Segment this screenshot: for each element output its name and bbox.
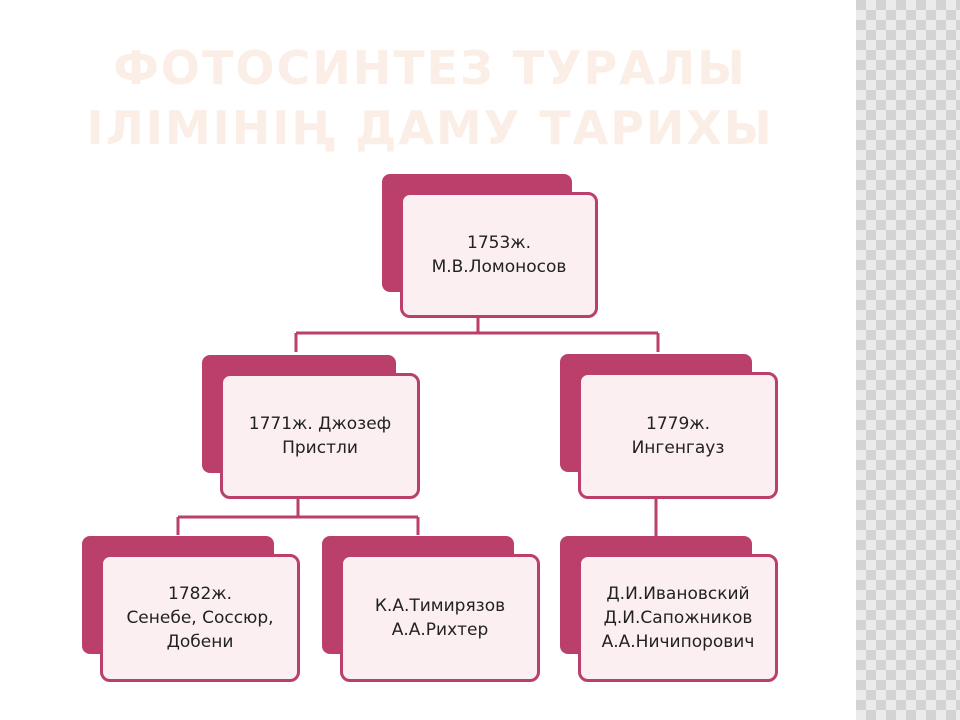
node-senebier-line-2: Сенебе, Соссюр, [126, 608, 274, 628]
node-lomonosov-line-2: М.В.Ломоносов [431, 257, 567, 277]
connector-root-to-level2 [294, 316, 660, 352]
node-lomonosov-line-1: 1753ж. [467, 233, 531, 253]
node-ingenhousz: 1779ж. Ингенгауз [560, 354, 778, 499]
node-timiryazev-line-1: К.А.Тимирязов [374, 596, 506, 616]
node-senebier: 1782ж. Сенебе, Соссюр, Добени [82, 536, 300, 682]
decorative-side-panel [856, 0, 960, 720]
node-senebier-line-3: Добени [166, 632, 234, 652]
node-timiryazev: К.А.Тимирязов А.А.Рихтер [322, 536, 540, 682]
node-ivanovsky-line-2: Д.И.Сапожников [603, 608, 753, 628]
node-priestley-line-1: 1771ж. Джозеф [248, 414, 392, 434]
node-lomonosov: 1753ж. М.В.Ломоносов [382, 174, 600, 318]
node-senebier-line-1: 1782ж. [168, 584, 232, 604]
connector-priestley-to-level3 [176, 481, 420, 535]
title-line-2: ІЛІМІНІҢ ДАМУ ТАРИХЫ [86, 101, 774, 155]
node-ivanovsky-line-3: А.А.Ничипорович [601, 632, 755, 652]
slide-title: ФОТОСИНТЕЗ ТУРАЛЫ ІЛІМІНІҢ ДАМУ ТАРИХЫ [60, 38, 800, 158]
node-timiryazev-line-2: А.А.Рихтер [391, 620, 489, 640]
node-priestley-line-2: Пристли [282, 438, 358, 458]
node-priestley: 1771ж. Джозеф Пристли [202, 355, 420, 499]
node-ivanovsky-line-1: Д.И.Ивановский [606, 584, 750, 604]
node-ingenhousz-line-1: 1779ж. [646, 413, 710, 434]
node-ingenhousz-line-2: Ингенгауз [631, 437, 725, 458]
node-ivanovsky: Д.И.Ивановский Д.И.Сапожников А.А.Ничипо… [560, 536, 778, 682]
title-line-1: ФОТОСИНТЕЗ ТУРАЛЫ [113, 41, 747, 95]
